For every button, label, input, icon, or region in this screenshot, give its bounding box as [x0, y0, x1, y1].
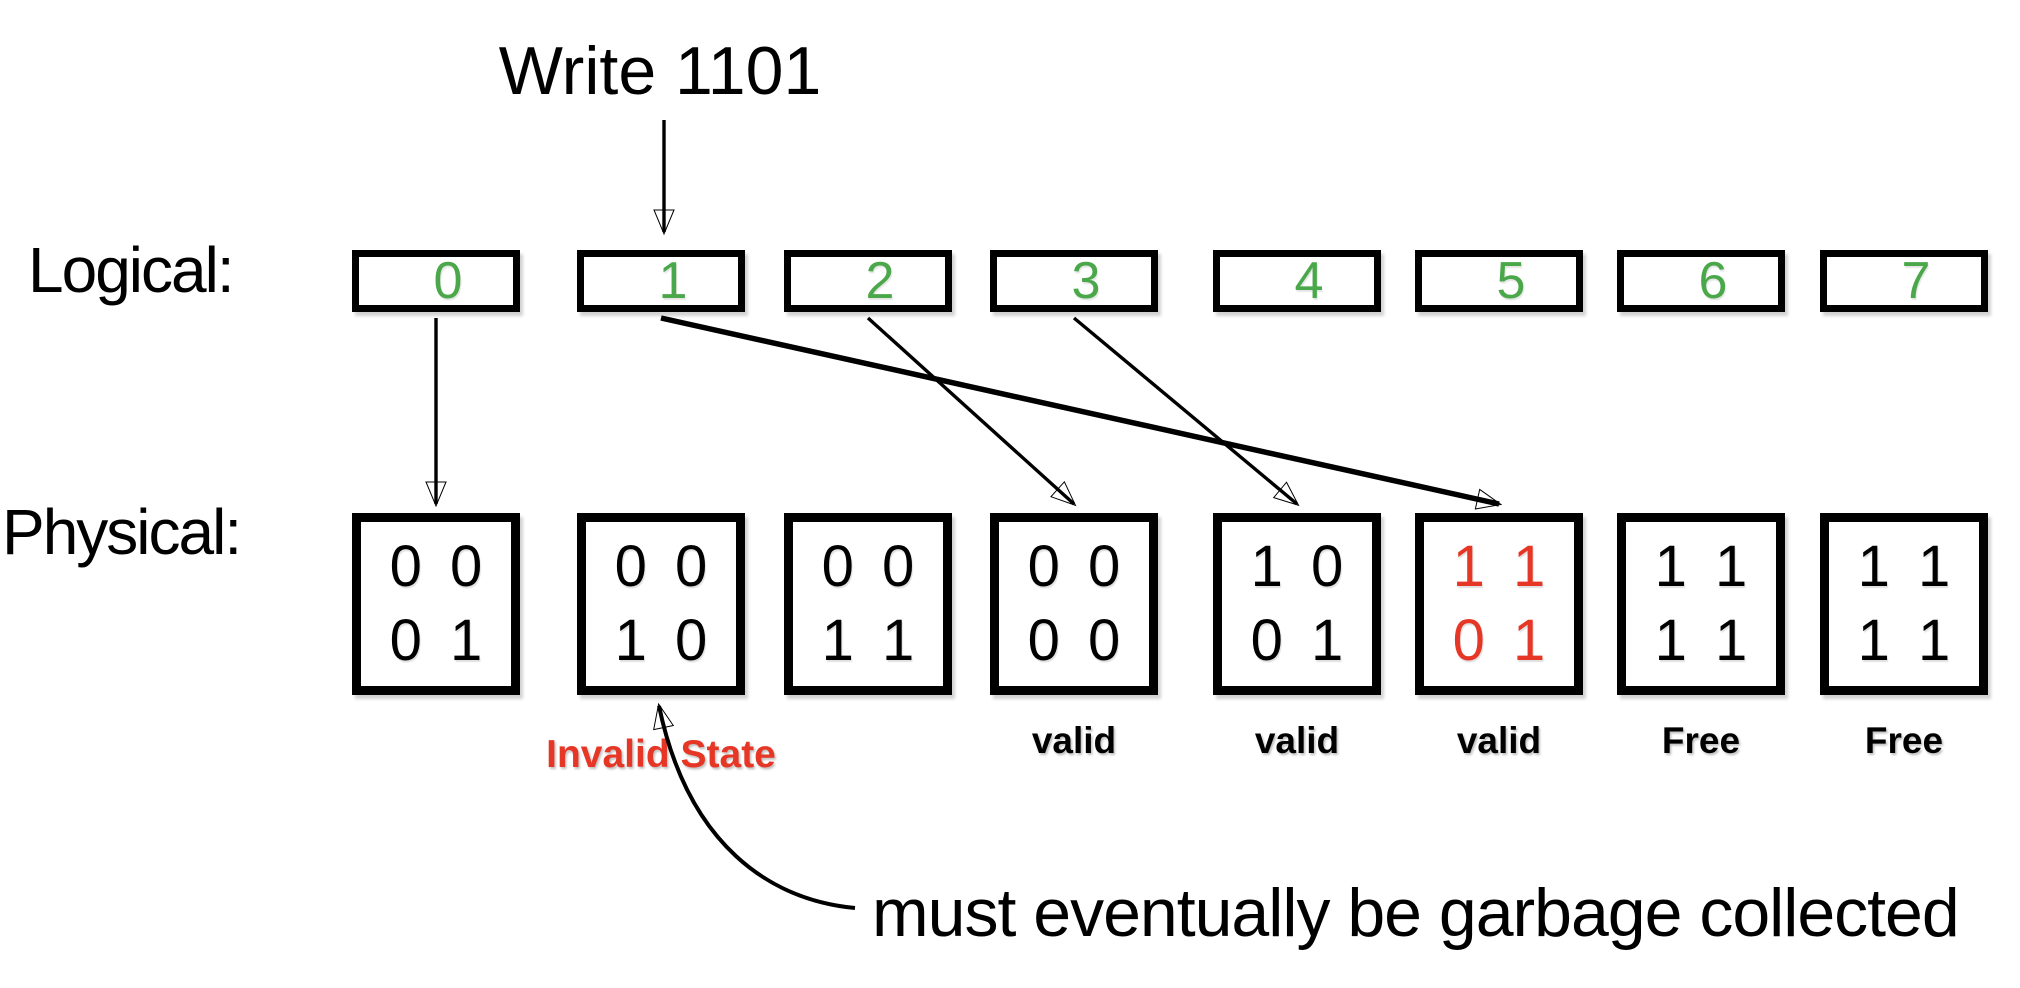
logical-block-7: 7: [1820, 250, 1988, 312]
block-state-label-7: Free: [1864, 720, 1944, 761]
bit-row-0: 1 1: [1857, 534, 1951, 599]
bit-row-1: 1 1: [1857, 608, 1951, 673]
write-command-label: Write 1101: [498, 33, 822, 109]
block-state-label-3: valid: [1031, 720, 1117, 761]
logical-block-number: 5: [1496, 252, 1526, 310]
bit-row-0: 0 0: [389, 534, 483, 599]
logical-block-number: 0: [433, 252, 463, 310]
block-state-label-6: Free: [1661, 720, 1741, 761]
mapping-arrow-l1-p5: [660, 315, 1503, 510]
logical-block-number: 1: [658, 252, 688, 310]
bit-row-0: 1 0: [1250, 534, 1344, 599]
logical-row-label: Logical:: [28, 234, 235, 306]
bit-row-1: 0 1: [1250, 608, 1344, 673]
bit-row-1: 0 1: [389, 608, 483, 673]
logical-block-4: 4: [1213, 250, 1381, 312]
logical-block-number: 7: [1901, 252, 1931, 310]
logical-block-number: 3: [1071, 252, 1101, 310]
bit-row-0: 1 1: [1452, 534, 1546, 599]
bit-row-1: 1 0: [614, 608, 708, 673]
logical-block-number: 6: [1698, 252, 1728, 310]
logical-block-number: 4: [1294, 252, 1324, 310]
logical-block-2: 2: [784, 250, 952, 312]
bit-row-0: 0 0: [821, 534, 915, 599]
logical-block-6: 6: [1617, 250, 1785, 312]
logical-block-1: 1: [577, 250, 745, 312]
block-state-label-5: valid: [1456, 720, 1542, 761]
physical-row-label: Physical:: [2, 496, 242, 568]
block-state-label-4: valid: [1254, 720, 1340, 761]
logical-block-5: 5: [1415, 250, 1583, 312]
bit-row-1: 0 0: [1027, 608, 1121, 673]
mapping-arrow-l3-p4: [1072, 316, 1300, 507]
bit-row-0: 1 1: [1654, 534, 1748, 599]
bit-row-0: 0 0: [1027, 534, 1121, 599]
bit-row-0: 0 0: [614, 534, 708, 599]
block-state-label-1: Invalid State: [546, 733, 776, 776]
logical-block-3: 3: [990, 250, 1158, 312]
garbage-collection-note: must eventually be garbage collected: [872, 875, 1960, 951]
bit-row-1: 1 1: [821, 608, 915, 673]
bit-row-1: 1 1: [1654, 608, 1748, 673]
logical-block-number: 2: [865, 252, 895, 310]
logical-block-0: 0: [352, 250, 520, 312]
mapping-arrow-l2-p3: [866, 316, 1077, 507]
bit-row-1: 0 1: [1452, 608, 1546, 673]
